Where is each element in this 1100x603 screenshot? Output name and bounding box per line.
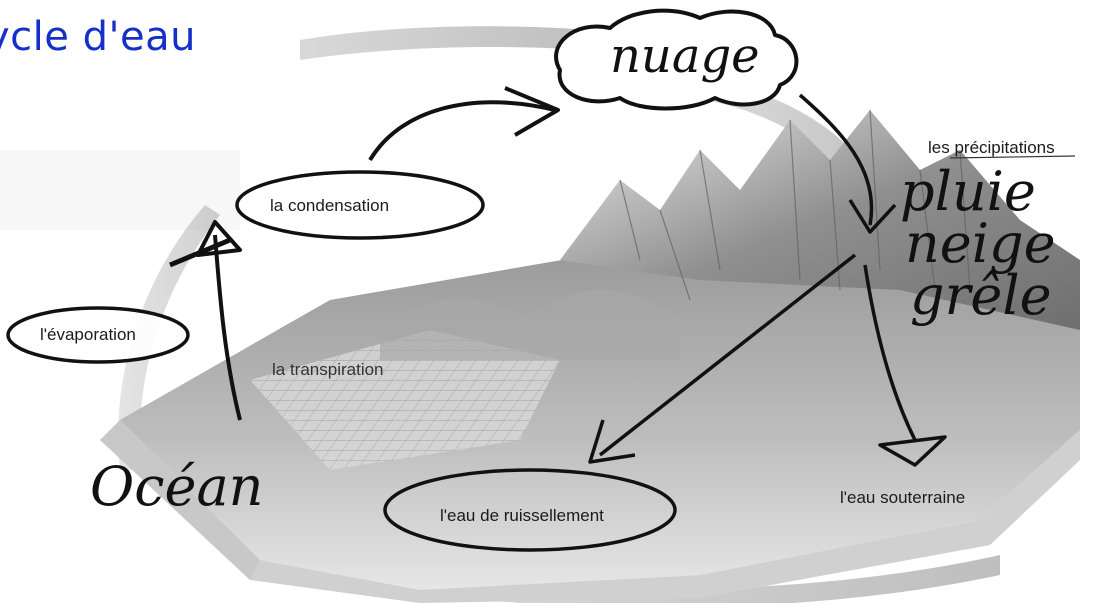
- handwritten-cloud: nuage: [610, 28, 760, 84]
- handwritten-ocean: Océan: [90, 455, 263, 518]
- label-precipitations: les précipitations: [928, 138, 1055, 158]
- label-evaporation: l'évaporation: [40, 325, 136, 345]
- label-condensation: la condensation: [270, 196, 389, 216]
- label-ruissellement: l'eau de ruissellement: [440, 506, 604, 526]
- page-title: ycle d'eau: [0, 14, 196, 60]
- label-souterraine: l'eau souterraine: [840, 488, 965, 508]
- handwritten-grele: grêle: [910, 264, 1052, 327]
- label-transpiration: la transpiration: [272, 360, 384, 380]
